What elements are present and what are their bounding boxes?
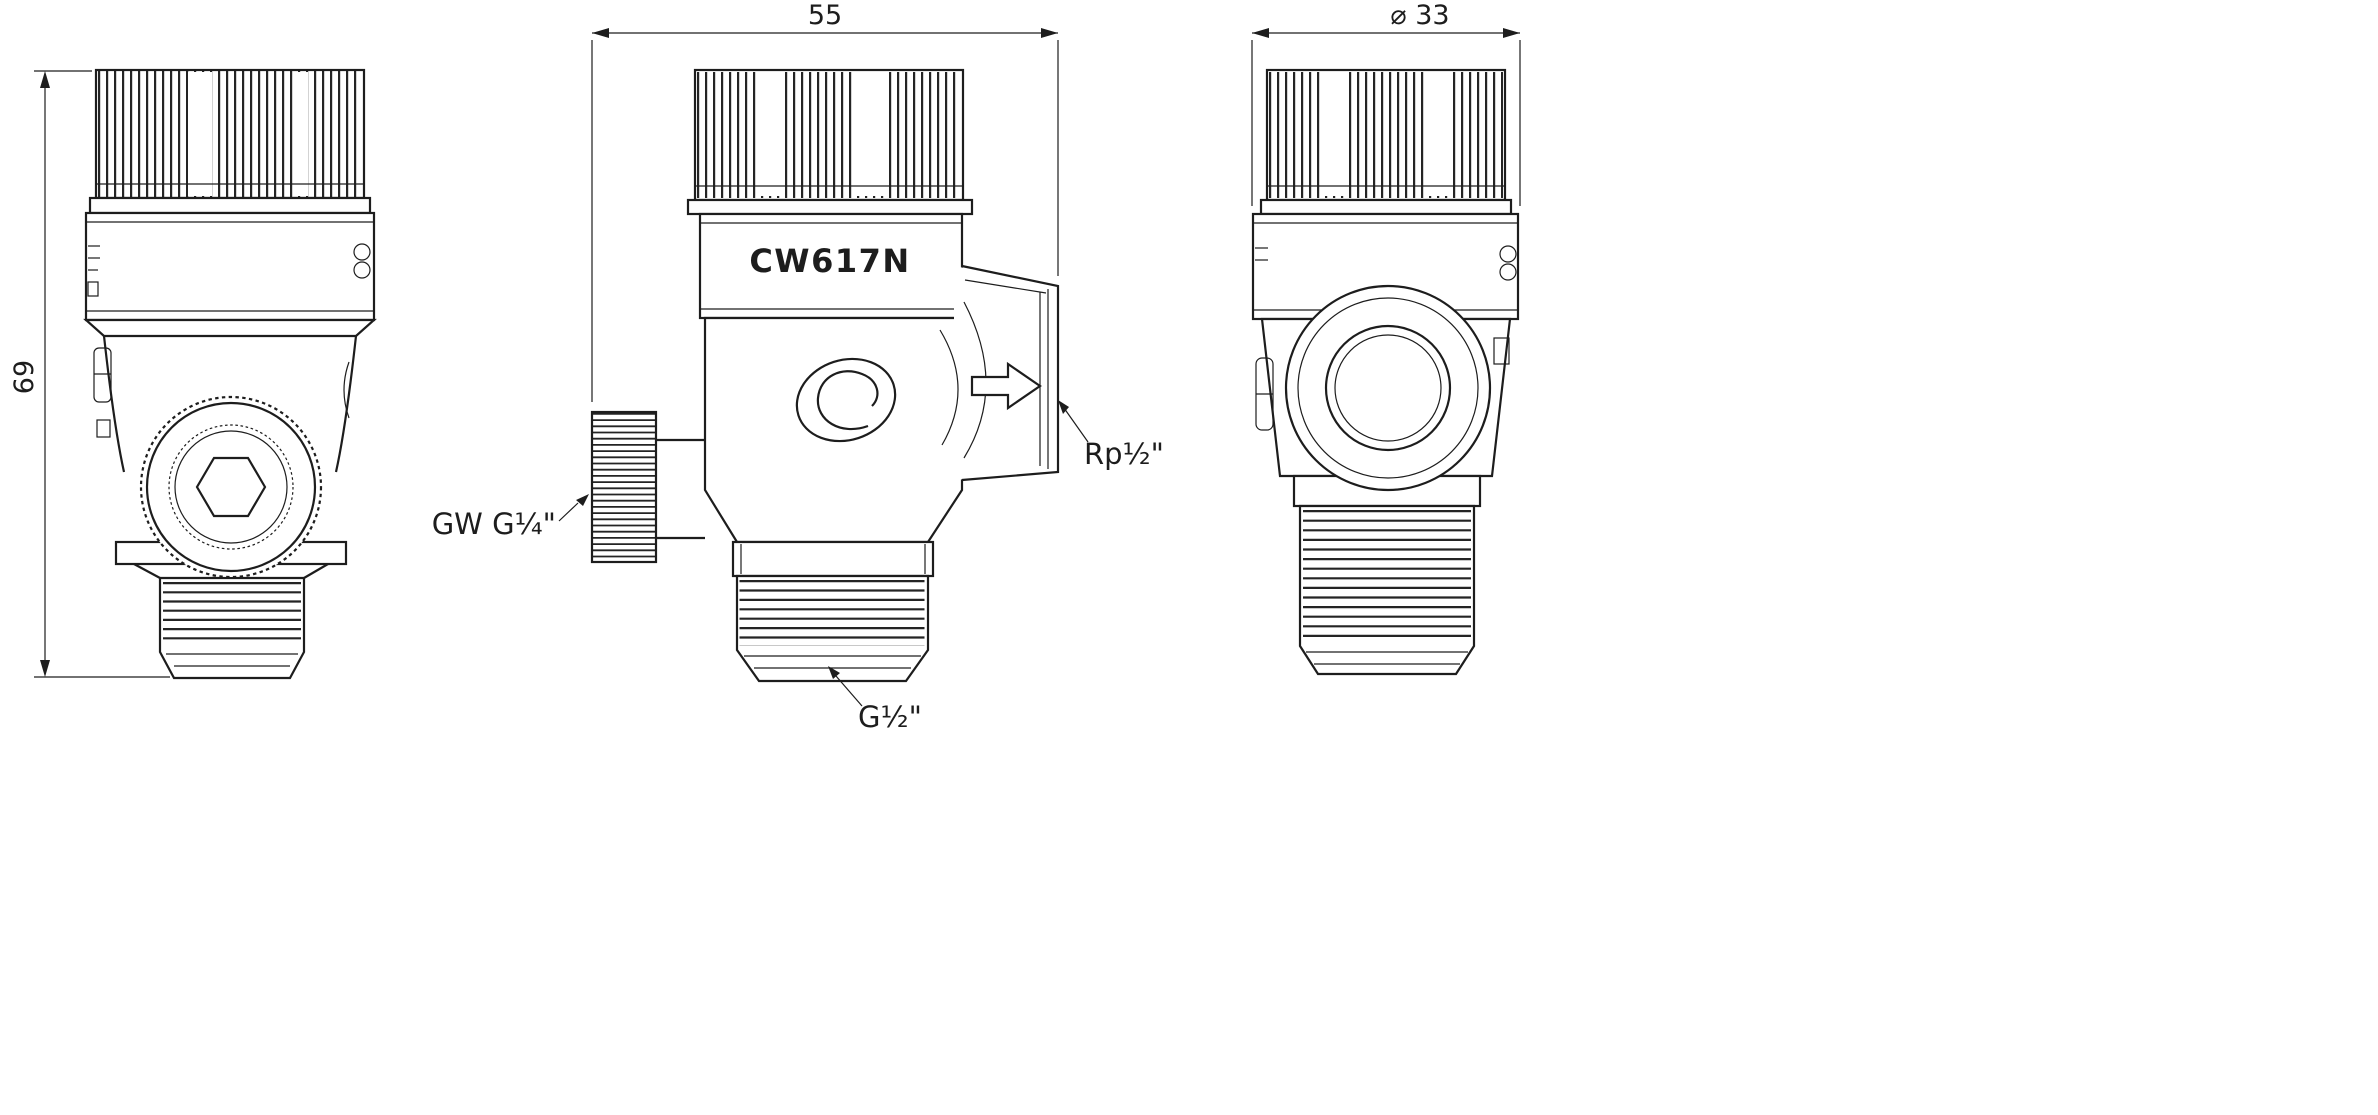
inlet-thread-end: [1298, 504, 1476, 676]
leader-arrow-icon: [1058, 400, 1069, 414]
inlet-thread-label: G½": [858, 700, 922, 734]
body-marking: CW617N: [749, 242, 910, 280]
test-knob: [590, 410, 658, 564]
spring-clip-detail: [93, 347, 112, 403]
dimension-arrow-icon: [1041, 28, 1058, 38]
outlet-port: [954, 266, 1058, 480]
body-band: [84, 211, 376, 322]
dimension-width-value: 55: [808, 0, 842, 31]
label-gauge-port: GW G¼": [432, 494, 589, 541]
dimension-height-value: 69: [9, 360, 40, 394]
side-view: [83, 68, 377, 680]
dimension-height: 69: [9, 70, 170, 678]
brand-logo-icon: [795, 357, 897, 443]
dimension-arrow-icon: [40, 71, 50, 88]
dimension-arrow-icon: [592, 28, 609, 38]
gauge-port-label: GW G¼": [432, 507, 556, 541]
leader-arrow-icon: [576, 494, 589, 506]
dimension-arrow-icon: [1503, 28, 1520, 38]
label-inlet-thread: G½": [828, 666, 922, 734]
leader-arrow-icon: [828, 666, 840, 679]
hex-socket: [195, 456, 267, 518]
dimension-arrow-icon: [40, 660, 50, 677]
end-view: [1251, 68, 1520, 676]
dimension-diameter-value: ⌀ 33: [1390, 0, 1449, 31]
dimension-diameter: ⌀ 33: [1251, 0, 1521, 206]
valve-body: [703, 316, 964, 544]
flow-direction-arrow-icon: [970, 361, 1042, 411]
drain-knob: [139, 395, 323, 579]
dimension-arrow-icon: [1252, 28, 1269, 38]
dimension-width: 55: [591, 0, 1059, 402]
outlet-thread-label: Rp½": [1084, 437, 1164, 471]
label-outlet-thread: Rp½": [1058, 400, 1164, 471]
front-view: CW617N: [590, 68, 1060, 683]
outlet-opening: [1324, 324, 1452, 452]
body-band: [698, 212, 964, 320]
outlet-boss: [1284, 284, 1492, 492]
